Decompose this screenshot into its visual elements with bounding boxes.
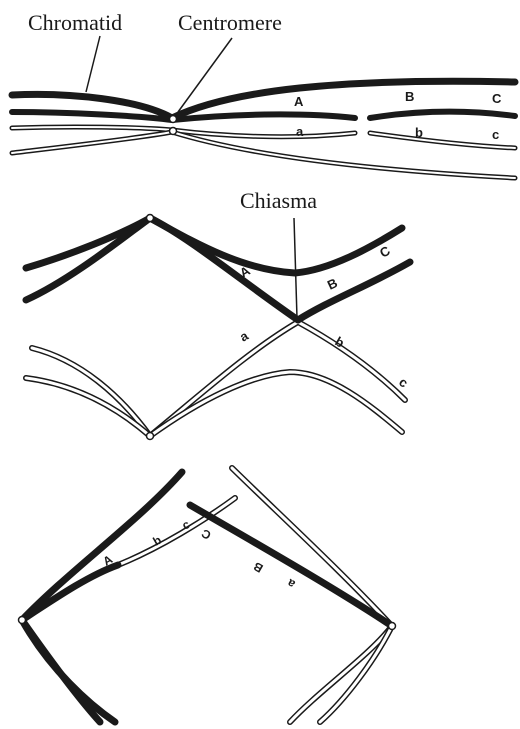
dark-chromatid-6 [22,565,118,722]
gene-label: a [284,576,297,592]
dark-chromatid-2 [12,112,515,120]
chromatid-label: Chromatid [28,10,122,35]
dark-chromatid-5 [22,472,182,722]
light-chromatid-3 [32,322,405,436]
gene-label: C [377,243,393,261]
centromere-dot-3 [147,215,154,222]
stage-3-separation: A b c C B a [19,468,396,722]
centromere-dot-4 [147,433,154,440]
centromere-dot-1 [170,116,177,123]
gene-label: b [415,125,423,140]
light-chromatid-6 [320,626,392,722]
light-chromatid-5 [232,468,392,722]
gene-label: B [325,275,340,293]
gene-label: a [296,124,304,139]
light-chromatid-7 [118,498,235,565]
chromatid-pointer [86,36,100,92]
stage-2-chiasma: Chiasma A B C a b c [26,188,411,440]
stage-1-paired-homologs: Chromatid Centromere A B C a b c [12,10,515,178]
centromere-dot-5 [19,617,26,624]
gene-label: C [492,91,502,106]
centromere-label: Centromere [178,10,282,35]
gene-label: c [492,127,499,142]
gene-label: C [199,526,214,543]
chiasma-pointer [294,218,297,318]
centromere-dot-2 [170,128,177,135]
gene-label: a [237,328,251,345]
chiasma-label: Chiasma [240,188,317,213]
centromere-dot-6 [389,623,396,630]
gene-label: c [396,374,411,390]
gene-label: B [405,89,414,104]
gene-label: B [251,559,266,576]
gene-label: A [294,94,304,109]
